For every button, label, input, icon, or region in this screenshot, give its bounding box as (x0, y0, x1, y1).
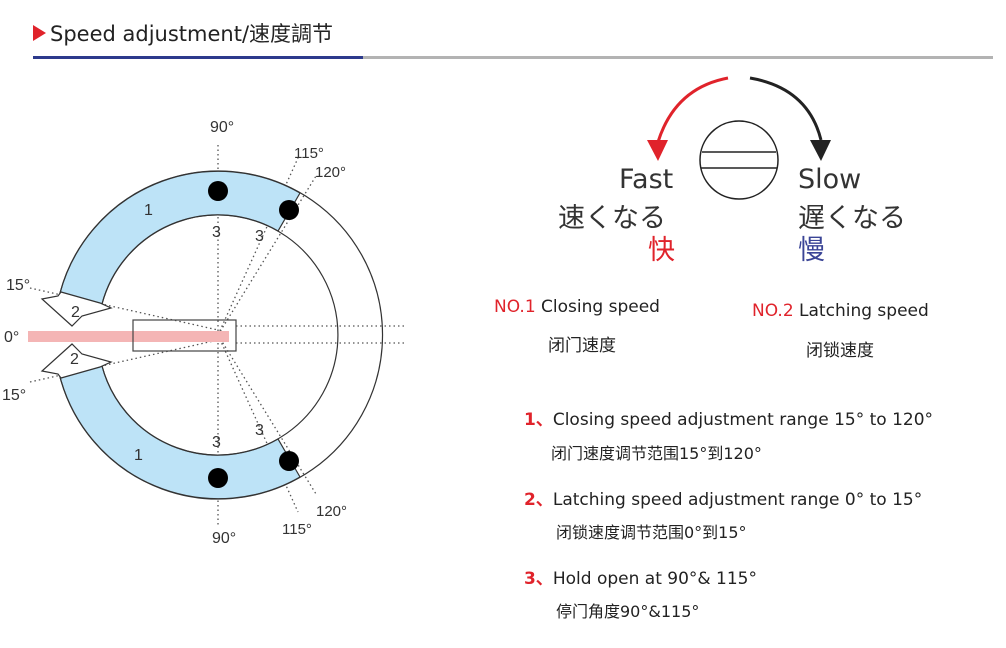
hold-open-dot (208, 181, 228, 201)
speed-2-label: NO.2 Latching speed (752, 301, 929, 321)
note-2-cn: 闭锁速度调节范围0°到15° (556, 523, 747, 542)
fast-label-cn: 快 (648, 235, 675, 266)
hold-open-dot (208, 468, 228, 488)
slow-label: Slow (798, 164, 862, 195)
note-1-cn: 闭门速度调节范围15°到120° (551, 444, 762, 463)
slow-arrow-icon (749, 76, 823, 141)
note-3-cn: 停门角度90°&115° (556, 602, 700, 621)
angle-label: 90° (212, 530, 236, 547)
hold-open-dot (279, 451, 299, 471)
note-1: 1、Closing speed adjustment range 15° to … (524, 410, 934, 430)
header-divider (363, 56, 993, 59)
zone-label: 3 (212, 224, 221, 241)
note-3: 3、Hold open at 90°& 115° (524, 569, 758, 589)
closing-zone-top (59, 170, 301, 305)
speed-1-cn: 闭门速度 (548, 336, 616, 356)
note-2: 2、Latching speed adjustment range 0° to … (524, 490, 923, 510)
door-angle-diagram: 90° 115° 120° 15° 0° 15° 120° 115° 90° 1… (2, 119, 405, 547)
angle-label: 115° (294, 145, 324, 162)
zone-label: 1 (134, 447, 143, 464)
speed-1-label: NO.1 Closing speed (494, 297, 660, 317)
adjustment-screw-icon (699, 120, 779, 200)
zone-label: 1 (144, 202, 153, 219)
latching-arrow-bottom (40, 343, 113, 379)
fast-label-jp: 速くなる (558, 203, 666, 234)
valve-diagram (647, 76, 831, 200)
zone-label: 3 (255, 422, 264, 439)
angle-label: 15° (6, 277, 30, 294)
zone-label: 3 (255, 228, 264, 245)
inner-arc (101, 214, 339, 456)
header-triangle-icon (33, 25, 46, 41)
angle-label: 90° (210, 119, 234, 136)
door-bar (28, 331, 229, 342)
slow-label-cn: 慢 (798, 235, 825, 266)
hold-open-dot (279, 200, 299, 220)
header-divider-accent (33, 56, 363, 59)
angle-label: 0° (4, 329, 19, 346)
fast-label: Fast (619, 164, 674, 195)
zone-label: 2 (71, 304, 80, 321)
page-title: Speed adjustment/速度調节 (50, 22, 334, 46)
speed-2-cn: 闭锁速度 (806, 341, 874, 361)
latching-arrow-top (40, 291, 113, 327)
zone-label: 2 (70, 351, 79, 368)
closing-zone-bottom (59, 365, 301, 500)
angle-label: 120° (316, 503, 347, 520)
outer-arc (59, 170, 384, 500)
fast-arrow-icon (656, 76, 729, 143)
zone-label: 3 (212, 434, 221, 451)
angle-label: 15° (2, 387, 26, 404)
angle-label: 120° (315, 164, 346, 181)
closer-body (132, 319, 237, 352)
angle-label: 115° (282, 521, 312, 538)
slow-label-jp: 遅くなる (798, 203, 906, 234)
